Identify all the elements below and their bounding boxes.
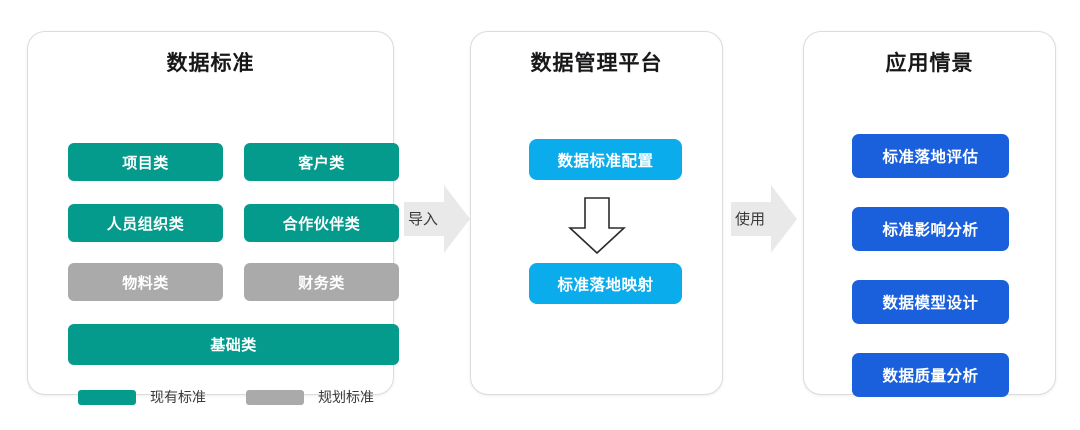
connector-label-use: 使用 <box>735 211 766 228</box>
arrow-right-icon <box>731 185 797 253</box>
panel-application-scenarios: 应用情景 标准落地评估 标准影响分析 数据模型设计 数据质量分析 <box>803 31 1056 397</box>
connector-arrow-use <box>731 183 797 255</box>
panel-data-standards: 数据标准 项目类 客户类 人员组织类 合作伙伴类 物料类 财务类 基础类 现有标… <box>27 31 399 405</box>
legend-swatch-planned-icon <box>246 389 304 405</box>
panel-title-platform: 数据管理平台 <box>530 52 663 75</box>
connector-arrow-import <box>404 183 470 255</box>
legend-item-planned: 规划标准 <box>246 387 374 407</box>
standard-chip-partner[interactable]: 合作伙伴类 <box>244 204 399 242</box>
legend-label-existing: 现有标准 <box>150 389 206 405</box>
arrow-right-icon <box>404 185 470 253</box>
scenario-chip-landing-assessment[interactable]: 标准落地评估 <box>852 134 1009 178</box>
scenario-chip-data-quality-analysis[interactable]: 数据质量分析 <box>852 353 1009 397</box>
platform-flow-arrow <box>567 196 627 256</box>
legend: 现有标准 规划标准 <box>68 384 399 410</box>
standard-chip-material[interactable]: 物料类 <box>68 263 223 301</box>
standard-chip-project[interactable]: 项目类 <box>68 143 223 181</box>
standard-chip-foundation[interactable]: 基础类 <box>68 324 399 365</box>
scenario-chip-data-model-design[interactable]: 数据模型设计 <box>852 280 1009 324</box>
panel-title-data-standards: 数据标准 <box>166 52 255 75</box>
scenario-chip-impact-analysis[interactable]: 标准影响分析 <box>852 207 1009 251</box>
panel-data-management-platform: 数据管理平台 数据标准配置 标准落地映射 <box>470 31 723 395</box>
platform-step-standard-mapping[interactable]: 标准落地映射 <box>529 263 682 304</box>
legend-label-planned: 规划标准 <box>318 389 374 405</box>
platform-step-standard-config[interactable]: 数据标准配置 <box>529 139 682 180</box>
standard-chip-finance[interactable]: 财务类 <box>244 263 399 301</box>
legend-swatch-existing-icon <box>78 389 136 405</box>
standard-chip-personnel-org[interactable]: 人员组织类 <box>68 204 223 242</box>
connector-label-import: 导入 <box>408 211 439 228</box>
panel-title-scenarios: 应用情景 <box>885 52 974 75</box>
standard-chip-customer[interactable]: 客户类 <box>244 143 399 181</box>
arrow-down-icon <box>567 197 627 255</box>
legend-item-existing: 现有标准 <box>78 387 206 407</box>
